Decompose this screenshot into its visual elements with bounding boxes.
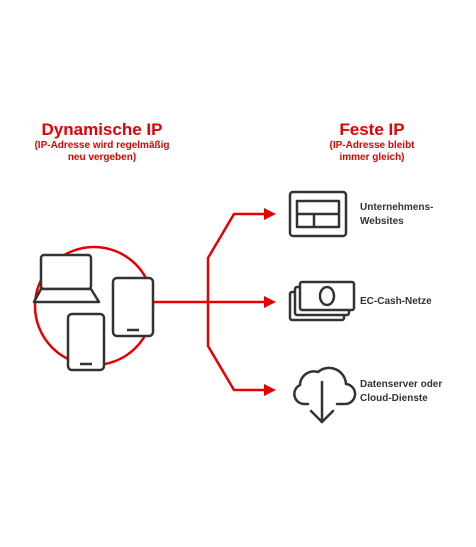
target-label-websites: Unternehmens- Websites <box>360 202 434 227</box>
dynamic-ip-subtitle-line2: neu vergeben) <box>67 152 137 163</box>
fixed-ip-subtitle-line1: (IP-Adresse bleibt <box>329 140 415 151</box>
fixed-ip-title: Feste IP <box>339 120 405 139</box>
target-label-cash: EC-Cash-Netze <box>360 296 432 307</box>
website-icon <box>288 190 348 238</box>
smartphone-icon <box>66 312 106 372</box>
arrow-head-cash <box>264 296 276 308</box>
fixed-ip-subtitle-line2: immer gleich) <box>339 152 405 163</box>
arrow-head-cloud <box>264 384 276 396</box>
cloud-download-icon <box>293 366 357 424</box>
dynamic-ip-title: Dynamische IP <box>41 120 163 139</box>
cash-icon <box>288 280 356 322</box>
target-label-cloud: Datenserver oder Cloud-Dienste <box>360 379 443 404</box>
fixed-ip-heading: Feste IP (IP-Adresse bleibt immer gleich… <box>298 120 446 164</box>
connector-lines <box>154 212 266 392</box>
dynamic-ip-heading: Dynamische IP (IP-Adresse wird regelmäßi… <box>28 120 176 164</box>
tablet-icon <box>111 276 155 338</box>
laptop-icon <box>32 253 101 304</box>
arrow-heads <box>264 208 276 396</box>
dynamic-ip-subtitle-line1: (IP-Adresse wird regelmäßig <box>34 140 170 151</box>
arrow-head-websites <box>264 208 276 220</box>
